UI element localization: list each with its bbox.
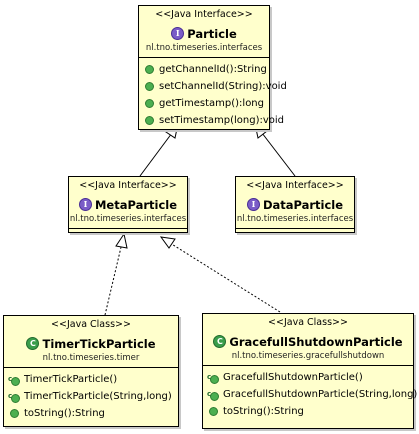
timertickparticle-title: C TimerTickParticle [26, 336, 156, 352]
edge-metaparticle-extends-particle [139, 132, 173, 177]
particle-header: <<Java Interface>> I Particle nl.tno.tim… [139, 6, 269, 57]
dataparticle-stereotype: <<Java Interface>> [246, 180, 344, 191]
method-signature: getTimestamp():long [159, 97, 264, 109]
timertickparticle-class-box[interactable]: <<Java Class>> C TimerTickParticle nl.tn… [3, 315, 179, 427]
method-signature: toString():String [24, 407, 105, 419]
metaparticle-interface-box[interactable]: <<Java Interface>> I MetaParticle nl.tno… [68, 176, 188, 233]
interface-icon: I [246, 198, 260, 211]
public-method-icon [145, 64, 154, 74]
gracefullshutdownparticle-header: <<Java Class>> C GracefullShutdownPartic… [203, 314, 413, 365]
edge-timertick-implements-metaparticle [104, 242, 123, 316]
metaparticle-methods [69, 227, 187, 233]
public-method-icon [145, 81, 154, 91]
constructor-row[interactable]: c GracefullShutdownParticle() [207, 369, 413, 386]
metaparticle-stereotype: <<Java Interface>> [79, 180, 177, 191]
method-row[interactable]: toString():String [10, 405, 178, 422]
edge-arrowhead [115, 232, 128, 249]
method-signature: TimerTickParticle(String,long) [24, 390, 172, 402]
edge-arrowhead [159, 236, 176, 249]
gracefullshutdownparticle-stereotype: <<Java Class>> [268, 317, 348, 328]
public-method-icon [145, 115, 154, 125]
gracefullshutdownparticle-title: C GracefullShutdownParticle [213, 334, 403, 350]
constructor-icon: c [8, 375, 20, 386]
method-row[interactable]: getTimestamp():long [145, 95, 269, 112]
particle-methods: getChannelId():String setChannelId(Strin… [139, 56, 287, 132]
method-signature: TimerTickParticle() [24, 373, 118, 385]
class-icon: C [213, 335, 227, 348]
dataparticle-title: I DataParticle [246, 197, 344, 213]
dataparticle-methods [236, 227, 354, 233]
method-signature: setChannelId(String):void [159, 80, 287, 92]
gracefullshutdownparticle-class-box[interactable]: <<Java Class>> C GracefullShutdownPartic… [202, 313, 417, 429]
method-signature: setTimestamp(long):void [159, 114, 285, 126]
particle-package: nl.tno.timeseries.interfaces [145, 42, 263, 53]
dataparticle-name: DataParticle [262, 197, 344, 212]
constructor-icon: c [8, 392, 20, 403]
constructor-icon: c [207, 390, 219, 401]
gracefullshutdownparticle-name: GracefullShutdownParticle [229, 334, 403, 349]
metaparticle-header: <<Java Interface>> I MetaParticle nl.tno… [69, 177, 187, 228]
constructor-row[interactable]: c GracefullShutdownParticle(String,long) [207, 386, 417, 403]
interface-icon: I [78, 198, 92, 211]
constructor-icon: c [207, 373, 219, 384]
edge-dataparticle-extends-particle [261, 132, 296, 177]
timertickparticle-package: nl.tno.timeseries.timer [42, 352, 140, 363]
dataparticle-header: <<Java Interface>> I DataParticle nl.tno… [236, 177, 354, 228]
particle-interface-box[interactable]: <<Java Interface>> I Particle nl.tno.tim… [138, 5, 287, 132]
constructor-row[interactable]: c TimerTickParticle() [8, 371, 178, 388]
timertickparticle-header: <<Java Class>> C TimerTickParticle nl.tn… [4, 316, 178, 367]
timertickparticle-name: TimerTickParticle [42, 336, 156, 351]
method-row[interactable]: getChannelId():String [145, 61, 269, 78]
metaparticle-package: nl.tno.timeseries.interfaces [69, 213, 187, 224]
particle-title: I Particle [171, 26, 237, 42]
public-method-icon [145, 98, 154, 108]
method-row[interactable]: setChannelId(String):void [145, 78, 287, 95]
public-method-icon [209, 406, 218, 416]
method-signature: getChannelId():String [159, 63, 267, 75]
method-row[interactable]: setTimestamp(long):void [145, 112, 284, 129]
dataparticle-interface-box[interactable]: <<Java Interface>> I DataParticle nl.tno… [235, 176, 355, 233]
edge-gracefull-implements-metaparticle [169, 242, 281, 313]
interface-icon: I [171, 27, 185, 40]
method-signature: GracefullShutdownParticle(String,long) [223, 388, 418, 400]
constructor-row[interactable]: c TimerTickParticle(String,long) [8, 388, 178, 405]
particle-stereotype: <<Java Interface>> [155, 9, 253, 20]
metaparticle-name: MetaParticle [94, 197, 178, 212]
class-icon: C [26, 337, 40, 350]
metaparticle-title: I MetaParticle [78, 197, 178, 213]
particle-name: Particle [187, 26, 237, 41]
public-method-icon [10, 408, 19, 418]
method-signature: GracefullShutdownParticle() [223, 371, 363, 383]
method-row[interactable]: toString():String [209, 403, 413, 420]
gracefullshutdownparticle-package: nl.tno.timeseries.gracefullshutdown [231, 350, 385, 361]
dataparticle-package: nl.tno.timeseries.interfaces [236, 213, 354, 224]
timertickparticle-stereotype: <<Java Class>> [51, 319, 131, 330]
method-signature: toString():String [223, 405, 304, 417]
